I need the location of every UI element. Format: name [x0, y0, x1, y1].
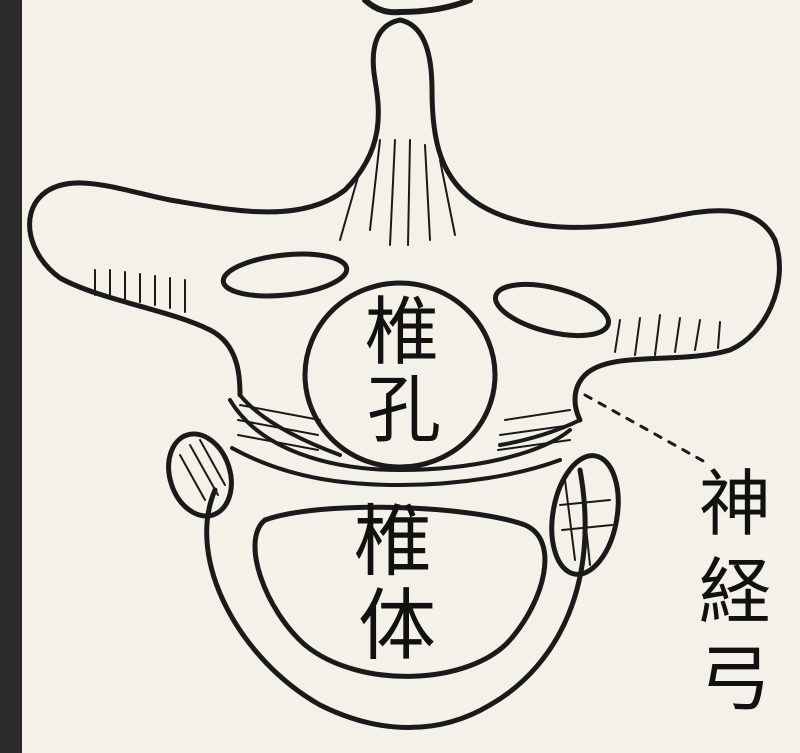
- vertebral-body-label-char-1: 椎: [354, 498, 432, 588]
- left-border-strip: [0, 0, 22, 753]
- vertebral-foramen-label-char-1: 椎: [365, 289, 439, 375]
- left-facet-opening: [221, 249, 349, 302]
- nerve-root-label-char-3: 弓: [699, 637, 771, 721]
- nerve-root-label-char-2: 経: [699, 550, 771, 634]
- left-rib-facet: [158, 426, 241, 524]
- vertebral-foramen-label-char-2: 孔: [367, 367, 441, 453]
- top-edge-stroke: [365, 0, 470, 12]
- right-transverse-hatching: [615, 315, 720, 355]
- right-facet-opening: [490, 275, 613, 346]
- nerve-root-label-char-1: 神: [699, 462, 771, 546]
- vertebral-body-label-char-2: 体: [358, 582, 436, 672]
- spinous-hatching: [340, 140, 455, 245]
- nerve-root-leader-line: [585, 395, 705, 462]
